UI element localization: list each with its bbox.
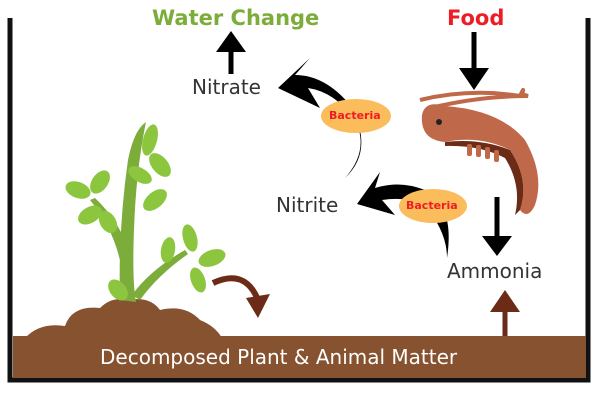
ammonia-label: Ammonia <box>447 259 543 283</box>
plant-icon <box>65 122 226 302</box>
food-label: Food <box>447 6 505 30</box>
bacteria-badge-2 <box>399 189 467 223</box>
bacteria-label-1: Bacteria <box>329 109 381 122</box>
nitrate-label: Nitrate <box>192 75 261 99</box>
nitrite-to-nitrate-arrow <box>278 58 362 178</box>
substrate-label: Decomposed Plant & Animal Matter <box>100 345 458 369</box>
soil-mound <box>25 299 222 338</box>
water-change-label: Water Change <box>152 6 320 30</box>
decay-arrow <box>211 275 261 302</box>
bacteria-badge-1 <box>321 99 391 133</box>
shrimp-icon <box>419 88 539 215</box>
bacteria-label-2: Bacteria <box>406 199 458 212</box>
substrate-band <box>13 336 586 378</box>
tank-outline <box>7 18 591 383</box>
nitrite-label: Nitrite <box>276 193 339 217</box>
